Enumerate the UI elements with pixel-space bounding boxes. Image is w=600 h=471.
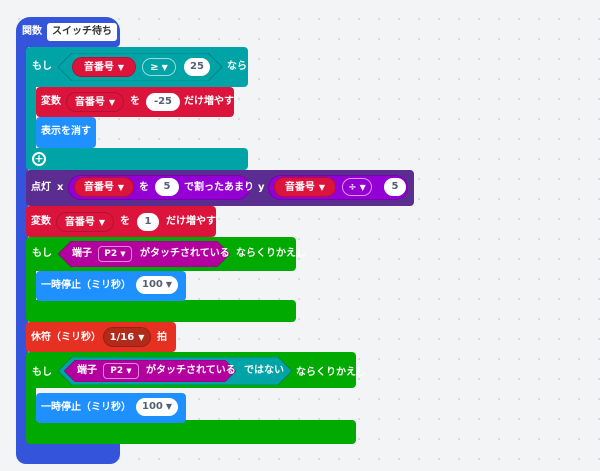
- change-var-2-suffix: だけ増やす: [166, 216, 216, 227]
- not-label: ではない: [244, 365, 284, 376]
- plot-y-label: y: [258, 182, 265, 193]
- change-var-1-label: 変数: [41, 96, 61, 107]
- function-keyword: 関数: [22, 26, 42, 37]
- while-1-if-label: もし: [32, 248, 52, 259]
- chevron-down-icon: ▼: [108, 98, 116, 107]
- pause-2-label: 一時停止（ミリ秒）: [41, 402, 131, 413]
- plot-x-label: x: [57, 182, 64, 193]
- operator-dropdown[interactable]: ≥▼: [142, 58, 176, 76]
- chevron-down-icon: ▼: [138, 333, 145, 342]
- chevron-down-icon: ▼: [161, 63, 168, 72]
- pin-dropdown[interactable]: P2 ▼: [103, 363, 139, 379]
- chevron-down-icon: ▼: [126, 367, 132, 375]
- variable-dropdown[interactable]: 音番号▼: [66, 92, 124, 112]
- function-block-spine: [16, 40, 28, 440]
- plus-circle-icon[interactable]: +: [32, 152, 46, 166]
- then-label: なら: [227, 61, 247, 72]
- plot-label: 点灯: [31, 182, 51, 193]
- chevron-down-icon: ▼: [117, 63, 125, 72]
- compare-value-input[interactable]: 25: [184, 58, 210, 76]
- variable-dropdown[interactable]: 音番号▼: [74, 177, 134, 197]
- change-value-input[interactable]: 1: [137, 213, 159, 231]
- chevron-down-icon: ▼: [120, 250, 126, 258]
- beat-dropdown[interactable]: 1/16▼: [103, 327, 151, 347]
- pin-touched-hexagon[interactable]: [64, 360, 236, 382]
- rest-label: 休符（ミリ秒）: [31, 332, 101, 343]
- chevron-down-icon: ▼: [359, 183, 366, 192]
- while-block-1-foot: [26, 300, 296, 322]
- touched-label: がタッチされている: [140, 248, 230, 259]
- remainder-particle: を: [139, 182, 149, 193]
- remainder-label: で割ったあまり: [184, 182, 254, 193]
- beat-label: 拍: [157, 332, 167, 343]
- pin-label: 端子: [77, 365, 97, 376]
- variable-dropdown[interactable]: 音番号▼: [72, 57, 136, 77]
- change-var-2-label: 変数: [31, 216, 51, 227]
- chevron-down-icon: ▼: [318, 183, 326, 192]
- loop-label: ならくりかえし: [236, 248, 306, 259]
- math-operator-dropdown[interactable]: ÷▼: [342, 178, 372, 196]
- pause-value-dropdown[interactable]: 100▼: [136, 398, 178, 416]
- pause-1-label: 一時停止（ミリ秒）: [41, 280, 131, 291]
- change-var-2-particle: を: [120, 216, 130, 227]
- change-var-1-particle: を: [130, 96, 140, 107]
- change-value-input[interactable]: -25: [146, 93, 180, 111]
- pause-value-dropdown[interactable]: 100▼: [136, 276, 178, 294]
- pin-label: 端子: [72, 248, 92, 259]
- change-var-1-suffix: だけ増やす: [184, 96, 234, 107]
- if-1-label: もし: [32, 61, 52, 72]
- rest-block[interactable]: [26, 322, 176, 352]
- touched-label: がタッチされている: [146, 365, 236, 376]
- operand-input[interactable]: 5: [384, 178, 406, 196]
- loop-label: ならくりかえし: [296, 367, 366, 378]
- if-block-1-spine: [26, 80, 36, 152]
- clear-screen-label: 表示を消す: [41, 126, 91, 137]
- chevron-down-icon: ▼: [165, 402, 173, 411]
- while-block-1-spine: [26, 266, 36, 306]
- clear-screen-block[interactable]: [36, 117, 96, 148]
- while-block-2-spine: [26, 384, 36, 426]
- divisor-input[interactable]: 5: [155, 178, 179, 196]
- while-block-2-foot: [26, 420, 356, 444]
- variable-dropdown[interactable]: 音番号▼: [56, 212, 114, 232]
- variable-dropdown[interactable]: 音番号▼: [274, 177, 336, 197]
- while-2-if-label: もし: [32, 367, 52, 378]
- function-name-field[interactable]: スイッチ待ち: [47, 23, 117, 41]
- chevron-down-icon: ▼: [117, 183, 125, 192]
- if-block-1-foot: [26, 148, 248, 170]
- chevron-down-icon: ▼: [98, 218, 106, 227]
- chevron-down-icon: ▼: [165, 280, 173, 289]
- pin-dropdown[interactable]: P2 ▼: [98, 246, 132, 262]
